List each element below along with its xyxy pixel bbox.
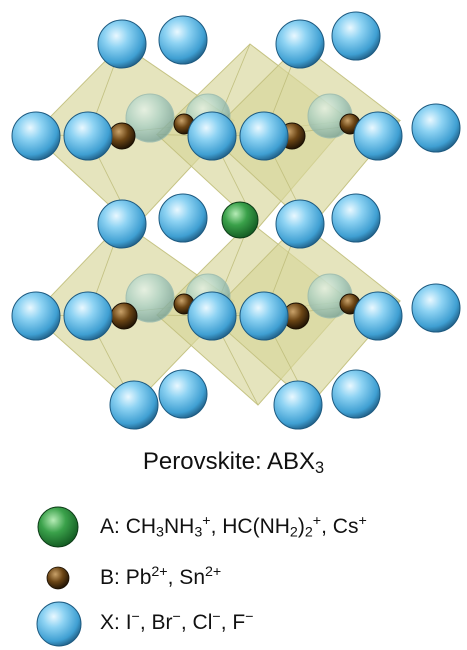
- x-site-ion-rear: [125, 93, 175, 143]
- legend-b-prefix: B:: [100, 566, 120, 589]
- x-site-ion: [187, 111, 237, 161]
- x-site-ion: [187, 291, 237, 341]
- formula-part: NH: [163, 515, 195, 538]
- formula-part: +: [202, 513, 211, 530]
- x-site-ion: [331, 11, 381, 61]
- x-site-ion: [331, 369, 381, 419]
- legend-label-b-site: B: Pb2+, Sn2+: [100, 564, 222, 590]
- x-site-ion: [97, 19, 147, 69]
- x-site-ion-rear: [125, 273, 175, 323]
- a-site-cation: [221, 201, 259, 239]
- formula-part: I: [125, 611, 132, 634]
- x-site-ion: [158, 15, 208, 65]
- formula-part: , HC(NH: [210, 515, 290, 538]
- x-site-ion: [353, 111, 403, 161]
- formula-part: , Cs: [321, 515, 359, 538]
- x-site-ion: [11, 291, 61, 341]
- x-site-ion: [109, 380, 159, 430]
- figure-title: Perovskite: ABX3: [0, 448, 467, 476]
- octahedron-face: [31, 314, 135, 406]
- x-site-ion: [411, 283, 461, 333]
- formula-part: −: [131, 609, 140, 626]
- legend-x-prefix: X:: [100, 611, 120, 634]
- x-site-ion: [239, 111, 289, 161]
- x-site-ion: [353, 291, 403, 341]
- formula-part: CH: [125, 515, 157, 538]
- octahedron-face: [207, 314, 311, 406]
- legend-label-a-site: A: CH3NH3+, HC(NH2)2+, Cs+: [100, 513, 367, 541]
- x-site-ion: [331, 193, 381, 243]
- formula-part: , Sn: [167, 566, 205, 589]
- legend-x-ions: I−, Br−, Cl−, F−: [125, 609, 254, 634]
- formula-part: −: [172, 609, 181, 626]
- formula-part: +: [312, 513, 322, 530]
- formula-part: , Br: [139, 611, 173, 634]
- formula-part: 2+: [151, 564, 168, 581]
- b-site-cation: [108, 122, 136, 150]
- x-site-ion: [11, 111, 61, 161]
- formula-part: 3: [156, 524, 164, 541]
- legend-a-ions: CH3NH3+, HC(NH2)2+, Cs+: [125, 513, 367, 541]
- legend-a-prefix: A:: [100, 515, 120, 538]
- formula-part: −: [212, 609, 221, 626]
- x-site-ion: [158, 369, 208, 419]
- octahedron-face: [155, 314, 259, 406]
- x-site-ion: [63, 291, 113, 341]
- formula-part: 2+: [205, 564, 222, 581]
- green-sphere-icon: [37, 506, 79, 548]
- formula-part: 2: [289, 524, 298, 541]
- formula-part: Pb: [125, 566, 152, 589]
- legend-b-ions: Pb2+, Sn2+: [125, 564, 222, 589]
- x-site-ion: [97, 199, 147, 249]
- x-site-ion: [239, 291, 289, 341]
- blue-sphere-icon: [36, 601, 82, 647]
- formula-part: , Cl: [180, 611, 213, 634]
- perovskite-crystal-structure: [11, 11, 461, 430]
- b-site-cation: [110, 302, 138, 330]
- brown-sphere-icon: [46, 566, 70, 590]
- title-text: Perovskite: ABX: [142, 448, 315, 475]
- x-site-ion: [275, 19, 325, 69]
- x-site-ion: [411, 103, 461, 153]
- title-subscript: 3: [315, 459, 325, 478]
- legend-label-x-site: X: I−, Br−, Cl−, F−: [100, 609, 254, 635]
- x-site-ion: [273, 380, 323, 430]
- x-site-ion: [63, 111, 113, 161]
- formula-part: 2: [304, 524, 313, 541]
- formula-part: 3: [194, 524, 203, 541]
- formula-part: ): [297, 515, 305, 538]
- x-site-ion: [275, 199, 325, 249]
- formula-part: +: [358, 513, 367, 530]
- x-site-ion: [158, 193, 208, 243]
- octahedron-face: [207, 134, 311, 229]
- formula-part: , F: [220, 611, 246, 634]
- formula-part: −: [245, 609, 254, 626]
